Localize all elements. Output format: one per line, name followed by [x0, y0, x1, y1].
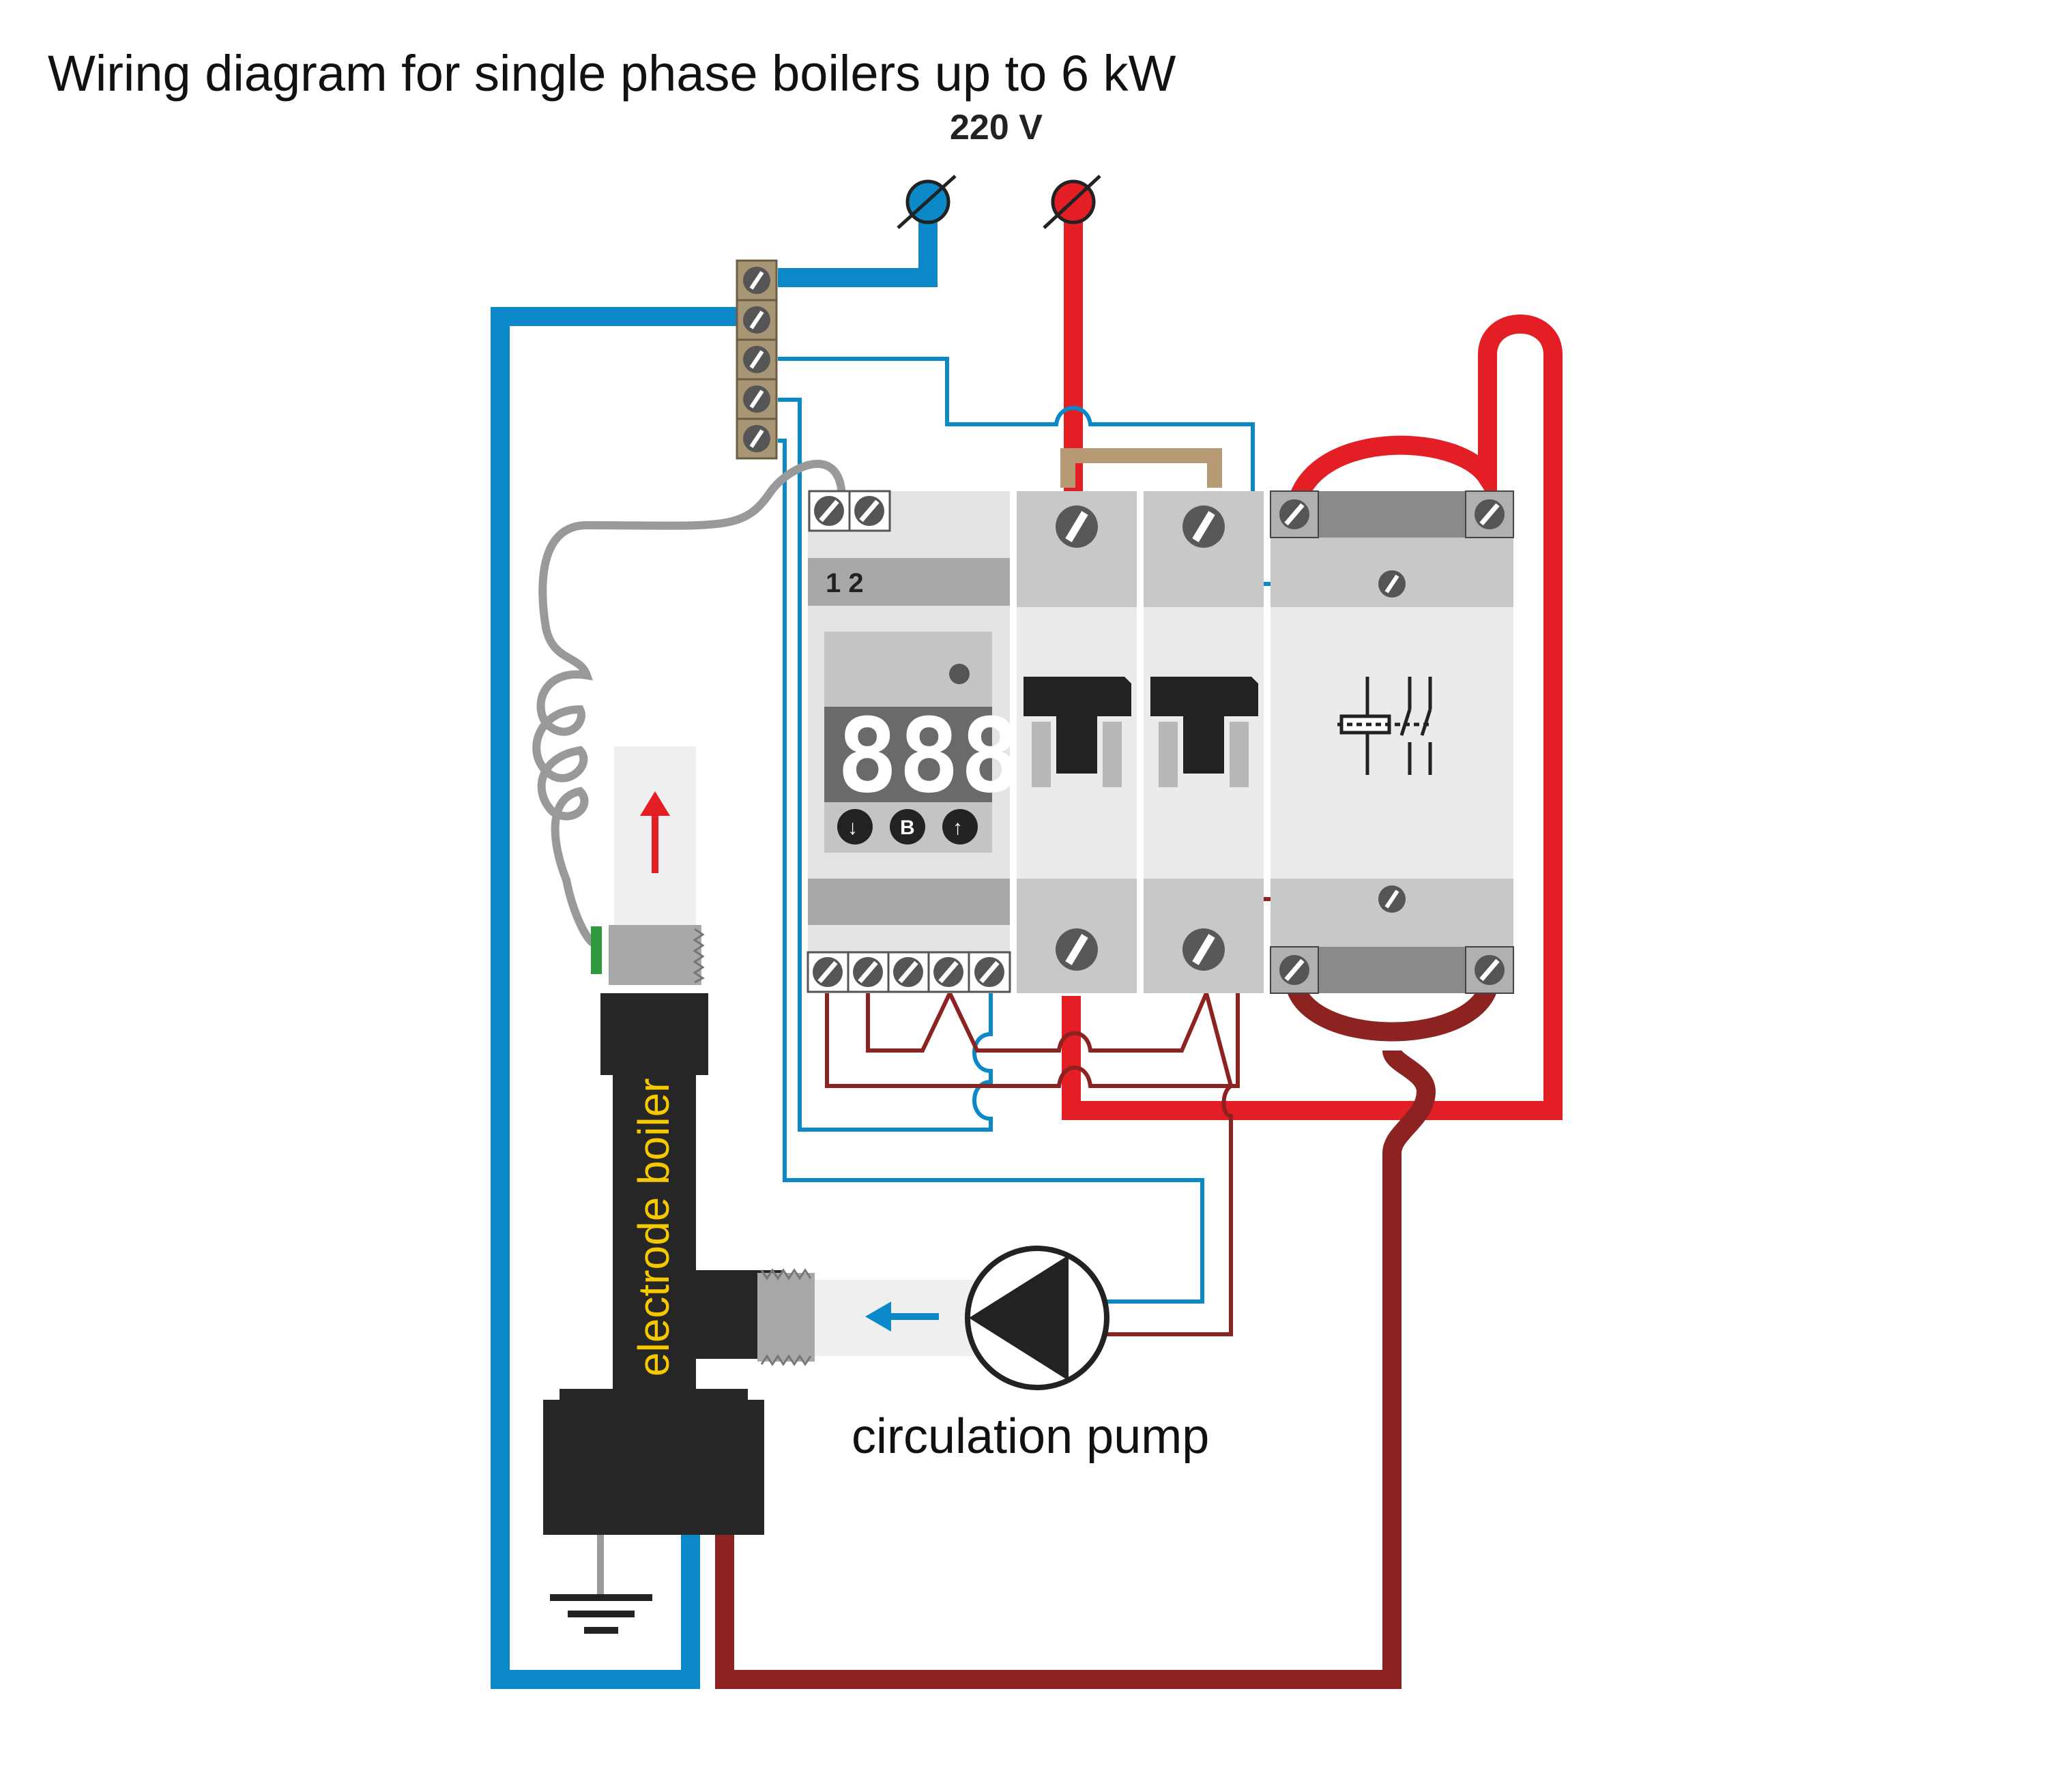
load-wire	[1284, 974, 1500, 1042]
contactor	[1270, 490, 1514, 994]
indicator-led	[949, 664, 970, 684]
busbar	[1060, 448, 1222, 488]
relay-down-button[interactable]: ↓	[837, 809, 873, 844]
voltage-relay-module: 1 2 888 ↓ B ↑	[807, 490, 1021, 993]
circuit-breaker-1	[1017, 491, 1137, 993]
coil-neutral-wire	[778, 357, 1392, 586]
diagram-title: Wiring diagram for single phase boilers …	[48, 45, 1176, 102]
breaker-2-toggle-icon[interactable]	[1150, 677, 1258, 787]
load-wire-down	[715, 1048, 1436, 1689]
phase-supply-terminal-icon	[1043, 175, 1101, 229]
ground-symbol-icon	[550, 1535, 652, 1634]
circulation-pump	[965, 1246, 1109, 1390]
relay-up-button[interactable]: ↑	[942, 809, 978, 844]
neutral-wire-supply	[778, 213, 938, 287]
relay-coil-contacts-icon	[1337, 677, 1433, 775]
neutral-wire-main	[491, 307, 737, 1689]
upward-flow-arrow-icon	[640, 791, 670, 873]
relay-neutral-wire	[778, 398, 993, 1132]
pump-neutral-wire	[778, 439, 1204, 1304]
pump-label: circulation pump	[852, 1409, 1209, 1464]
breaker-1-toggle-icon[interactable]	[1024, 677, 1131, 787]
relay-terminal-numbers: 1 2	[826, 568, 864, 598]
svg-text:↑: ↑	[953, 817, 963, 839]
relay-output-wire-2	[866, 982, 1234, 1336]
circuit-breaker-2	[1144, 491, 1264, 993]
relay-output-wire-1	[825, 897, 1392, 1088]
leftward-flow-arrow-icon	[865, 1302, 939, 1332]
relay-display: 888	[837, 697, 1021, 816]
boiler-label: electrode boiler	[629, 1078, 678, 1377]
electrode-boiler: electrode boiler	[543, 925, 783, 1535]
relay-b-button[interactable]: B	[890, 809, 925, 844]
sensor-wire	[532, 460, 846, 948]
terminal-block	[736, 259, 778, 460]
pipe-thread	[757, 1268, 815, 1366]
svg-text:↓: ↓	[847, 817, 858, 839]
supply-voltage-label: 220 V	[950, 108, 1043, 147]
pump-triangle-icon	[969, 1255, 1069, 1381]
phase-loop-top	[1062, 314, 1563, 1120]
svg-text:B: B	[900, 817, 915, 839]
neutral-supply-terminal-icon	[897, 175, 957, 229]
